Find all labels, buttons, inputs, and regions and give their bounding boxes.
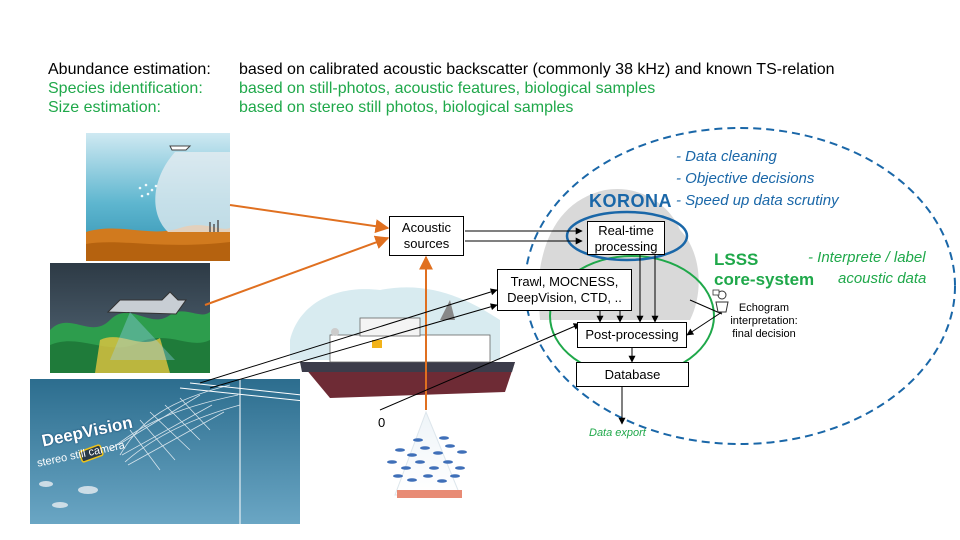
link-multibeam-to-acoustic: [204, 235, 390, 306]
korona-bullet-3: - Speed up data scrutiny: [676, 192, 839, 209]
korona-bullet-2: - Objective decisions: [676, 170, 815, 187]
ship-icon: [290, 287, 515, 398]
header-text-species: based on still-photos, acoustic features…: [239, 80, 656, 97]
lsss-note-2: acoustic data: [838, 270, 927, 287]
database-box: Database: [576, 362, 689, 387]
fish-school-icon: [39, 481, 98, 508]
link-seabed-to-acoustic: [229, 204, 390, 234]
header-text-abundance: based on calibrated acoustic backscatter…: [239, 61, 835, 78]
link-deepvision-to-trawl: [199, 288, 498, 384]
lsss-note-1: - Interprete / label: [808, 249, 926, 266]
acoustic-beam: [394, 410, 462, 498]
fish-school-icon: [387, 436, 467, 483]
link-sensor-to-postprocessing: [379, 323, 581, 411]
header-text-size: based on stereo still photos, biological…: [239, 99, 574, 116]
lsss-subtitle: core-system: [714, 270, 815, 289]
header-label-abundance: Abundance estimation:: [48, 61, 211, 78]
lsss-title: LSSS: [714, 250, 759, 269]
korona-ellipse: [565, 210, 689, 262]
deepvision-picture: [30, 379, 396, 524]
data-export-label: Data export: [589, 427, 646, 439]
realtime-processing-box: Real-time processing: [587, 221, 665, 255]
korona-bullet-1: - Data cleaning: [676, 148, 777, 165]
seabed-survey-picture: [86, 133, 230, 261]
person-icon: [712, 289, 729, 313]
link-deepvision-to-trawl-2: [209, 303, 498, 389]
acoustic-sources-box: Acoustic sources: [389, 216, 464, 256]
multibeam-picture: [50, 263, 210, 373]
camera-icon: [78, 444, 104, 463]
header-label-species: Species identification:: [48, 80, 203, 97]
echogram-line-3: final decision: [732, 328, 796, 340]
link-echogram-to-post: [686, 311, 723, 336]
echogram-line-1: Echogram: [738, 302, 790, 314]
header-label-size: Size estimation:: [48, 99, 161, 116]
sensor-zero-label: 0: [378, 415, 386, 430]
postprocessing-box: Post-processing: [577, 322, 687, 348]
echogram-line-2: interpretation:: [730, 315, 798, 327]
link-echogram-to-lsss: [689, 299, 723, 315]
korona-title: KORONA: [589, 191, 672, 211]
trawl-sensors-box: Trawl, MOCNESS, DeepVision, CTD, ..: [497, 269, 632, 311]
